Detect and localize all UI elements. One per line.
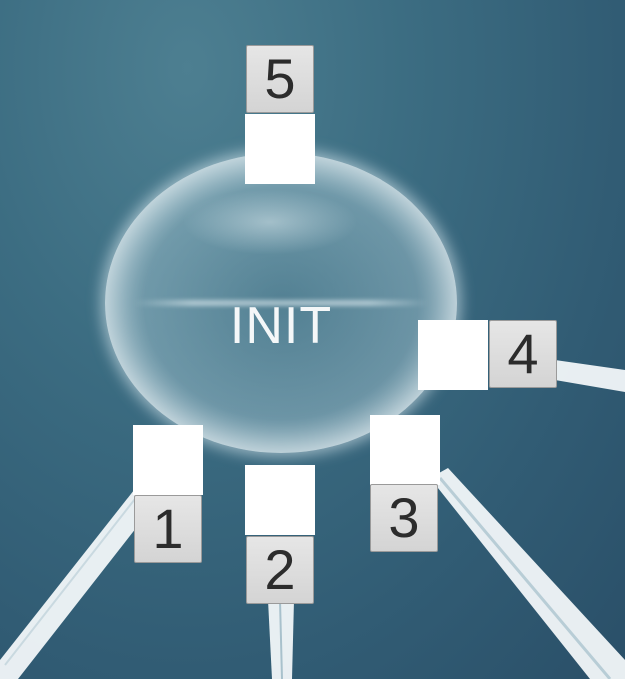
beam-port-4 <box>555 360 625 392</box>
port-5-socket[interactable] <box>245 114 315 184</box>
port-1-tag[interactable]: 1 <box>134 495 202 563</box>
port-5-tag[interactable]: 5 <box>246 45 314 113</box>
port-2-tag[interactable]: 2 <box>246 536 314 604</box>
beam-port-2 <box>268 599 294 679</box>
port-3-tag[interactable]: 3 <box>370 484 438 552</box>
init-node-label: INIT <box>229 297 333 355</box>
beam-port-1 <box>0 485 158 679</box>
port-4-tag[interactable]: 4 <box>489 320 557 388</box>
port-4-socket[interactable] <box>418 320 488 390</box>
port-1-socket[interactable] <box>133 425 203 495</box>
beam-port-3 <box>430 468 625 679</box>
port-2-socket[interactable] <box>245 465 315 535</box>
port-3-socket[interactable] <box>370 415 440 485</box>
init-node-orb[interactable] <box>105 153 457 453</box>
